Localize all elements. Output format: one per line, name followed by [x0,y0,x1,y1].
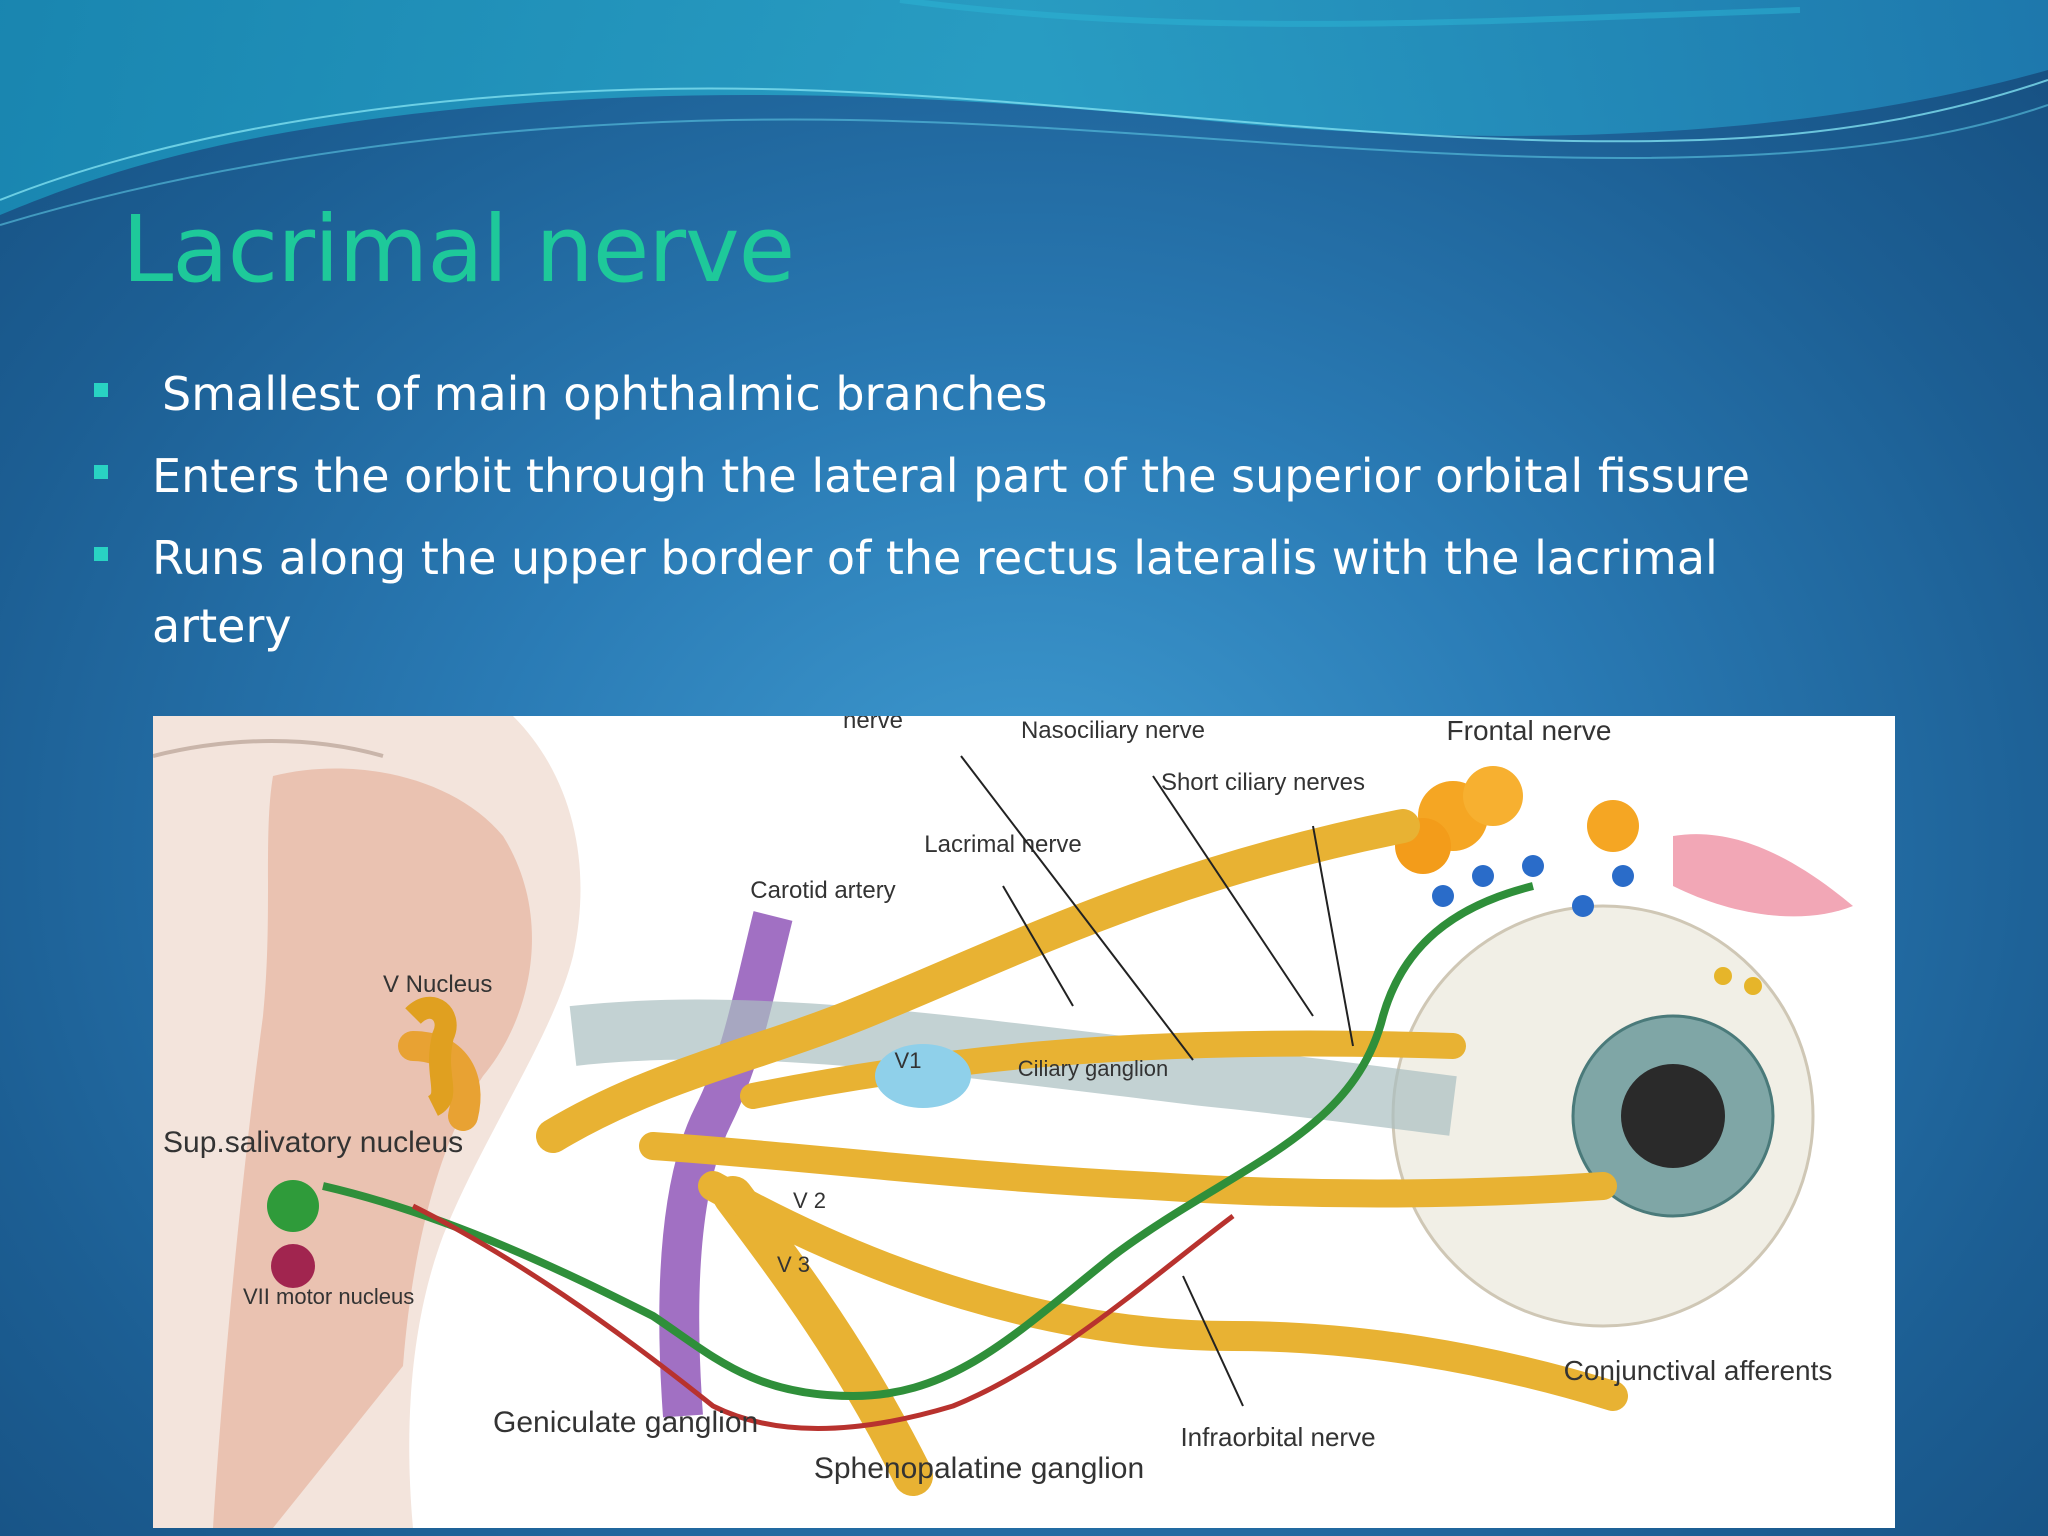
label-v-nucleus: V Nucleus [383,971,492,998]
label-frontal-nerve: Frontal nerve [1447,716,1612,746]
label-geniculate-ganglion: Geniculate ganglion [493,1406,758,1439]
label-conjunctival-afferents: Conjunctival afferents [1564,1355,1833,1386]
label-v1: V1 [895,1048,922,1073]
label-infraorbital-nerve: Infraorbital nerve [1180,1422,1375,1452]
label-lacrimal-nerve: Lacrimal nerve [924,831,1081,858]
parasympathetic-pathway [322,882,1534,1401]
label-short-ciliary-nerves: Short ciliary nerves [1161,769,1365,796]
label-sup-salivatory-nucleus: Sup.salivatory nucleus [163,1126,463,1159]
bullet-item: Smallest of main ophthalmic branches [90,360,1950,428]
v-nucleus-shape [405,996,457,1116]
nerve-diagram: nerve Nasociliary nerve Short ciliary ne… [153,716,1853,1528]
bullet-item: Enters the orbit through the lateral par… [90,442,1950,510]
bullet-list: Smallest of main ophthalmic branches Ent… [90,360,1950,674]
trigeminal-nerve [398,809,1628,1496]
nerve-diagram-figure: nerve Nasociliary nerve Short ciliary ne… [153,716,1895,1528]
label-v3: V 3 [777,1252,810,1277]
label-ciliary-ganglion: Ciliary ganglion [1018,1056,1168,1081]
lacrimal-gland [1395,766,1853,995]
bullet-text: Smallest of main ophthalmic branches [162,367,1048,421]
bullet-marker-icon [94,547,108,561]
bullet-text: Enters the orbit through the lateral par… [152,449,1751,503]
bullet-text: Runs along the upper border of the rectu… [152,531,1718,653]
leader-lines [960,755,1354,1407]
label-sphenopalatine-ganglion: Sphenopalatine ganglion [814,1452,1144,1485]
label-carotid-artery: Carotid artery [750,877,895,904]
header-wave-decoration [0,0,2048,226]
label-vii-motor-nucleus: VII motor nucleus [243,1284,414,1309]
bullet-marker-icon [94,465,108,479]
slide-title: Lacrimal nerve [122,196,795,303]
carotid-artery-vessel [659,911,793,1418]
ciliary-ganglion-shape [875,1044,971,1108]
sup-salivatory-nucleus-dot [267,1180,319,1232]
red-pathway [411,1203,1235,1431]
pons-shape [213,768,532,1528]
label-nerve-top: nerve [843,716,903,734]
label-nasociliary-nerve: Nasociliary nerve [1021,717,1205,744]
vii-motor-nucleus-dot [271,1244,315,1288]
label-v2: V 2 [793,1188,826,1213]
bullet-item: Runs along the upper border of the rectu… [90,524,1832,660]
pupil [1621,1064,1725,1168]
bullet-marker-icon [94,383,108,397]
